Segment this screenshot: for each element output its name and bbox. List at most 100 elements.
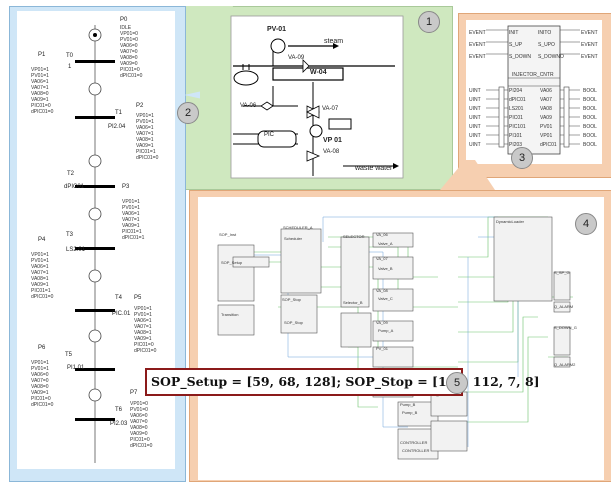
out-port-3: VA06 xyxy=(540,88,552,94)
lbl-pump-a: Pump_A xyxy=(378,328,393,334)
lbl-valve-a: Valve_A xyxy=(378,241,393,247)
lbl-controller: CONTROLLER xyxy=(402,448,429,454)
out-port-2: S_DOWNO xyxy=(538,54,564,60)
panel4-wedge xyxy=(420,160,500,200)
injector-data-inputs: UINT UINT UINT UINT UINT UINT UINT xyxy=(469,87,481,150)
pid-diagram xyxy=(183,6,451,188)
fb-sop-inst: SOP_Inst xyxy=(219,232,236,238)
out-type-9: BOOL xyxy=(583,142,597,148)
in-type-0: EVENT xyxy=(469,30,486,36)
transition-t3: T3 xyxy=(66,232,73,239)
lbl-valve-b: Valve_B xyxy=(378,266,393,272)
lbl-pump-b: Pump_B xyxy=(402,410,417,416)
vp01-label: VP 01 xyxy=(323,137,342,144)
injector-event-outputs: EVENT EVENT EVENT xyxy=(581,27,598,63)
injector-data-in-ports: PI204 dPIC01 LS201 PIC01 PIC101 PI101 PI… xyxy=(509,87,526,150)
in-type-8: UINT xyxy=(469,133,481,139)
in-port-0: INIT xyxy=(509,30,518,36)
place-p3: P3 xyxy=(122,184,129,191)
out-port-9: dPIC01 xyxy=(540,142,557,148)
va09-label: VA-09 xyxy=(288,55,304,62)
in-port-2: S_DOWN xyxy=(509,54,531,60)
fb-scheduler: SCHEDULER_A xyxy=(283,225,313,231)
in-port-6: PIC01 xyxy=(509,115,523,121)
badge-5: 5 xyxy=(446,372,468,394)
fb-va07: VA_07 xyxy=(376,256,388,262)
in-type-9: UINT xyxy=(469,142,481,148)
injector-data-outputs: BOOL BOOL BOOL BOOL BOOL BOOL BOOL xyxy=(583,87,597,150)
in-type-3: UINT xyxy=(469,88,481,94)
lbl-sop-stop: SOP_Stop xyxy=(284,320,303,326)
out-port-4: VA07 xyxy=(540,97,552,103)
lbl-transition: Transition xyxy=(221,312,238,318)
out-port-1: S_UPO xyxy=(538,42,555,48)
p4-assignments: VP01=1 PV01=1 VA06=1 VA07=1 VA08=1 VA09=… xyxy=(31,252,53,300)
fb-pv01: PV_01 xyxy=(376,346,388,352)
t1-condition: PI2.04 xyxy=(108,124,125,131)
in-type-1: EVENT xyxy=(469,42,486,48)
t5-condition: PI1.01 xyxy=(67,365,84,372)
w04-label: W-04 xyxy=(310,69,327,76)
pv01-label: PV-01 xyxy=(267,26,286,33)
out-type-0: EVENT xyxy=(581,30,598,36)
in-port-7: PIC101 xyxy=(509,124,526,130)
out-type-1: EVENT xyxy=(581,42,598,48)
place-p1: P1 xyxy=(38,52,45,59)
fb-s-sp-g: S_SP_G xyxy=(554,270,570,276)
t2-condition: dPIC01 xyxy=(64,184,84,191)
injector-event-in-ports: INIT S_UP S_DOWN xyxy=(509,27,531,63)
place-p0: P0 xyxy=(120,17,127,24)
fb-sop-stop: SOP_Stop xyxy=(282,297,301,303)
in-type-5: UINT xyxy=(469,106,481,112)
out-type-8: BOOL xyxy=(583,133,597,139)
lbl-selector-b: Selector_B xyxy=(343,300,363,306)
fb-controller: CONTROLLER xyxy=(400,440,427,446)
p1-assignments: VP01=1 PV01=1 VA06=1 VA07=1 VA08=0 VA09=… xyxy=(31,67,53,115)
fb-va06: VA_06 xyxy=(376,232,388,238)
t0-condition: 1 xyxy=(68,64,71,71)
va08-label: VA-08 xyxy=(323,149,339,156)
p2-assignments: VP01=1 PV01=1 VA06=1 VA07=1 VA08=1 VA09=… xyxy=(136,113,158,161)
fb-network-graph xyxy=(198,197,604,480)
transition-t0: T0 xyxy=(66,53,73,60)
out-type-7: BOOL xyxy=(583,124,597,130)
va07-label: VA-07 xyxy=(322,106,338,113)
place-p6: P6 xyxy=(38,345,45,352)
in-port-8: PI101 xyxy=(509,133,522,139)
fb-q-alarm: Q_ALARM xyxy=(554,304,573,310)
p0-assignments: IDLE VP01=0 PV01=0 VA06=0 VA07=0 VA08=0 … xyxy=(120,25,142,79)
transition-t1: T1 xyxy=(115,110,122,117)
in-port-4: dPIC01 xyxy=(509,97,526,103)
fb-va08: VA_08 xyxy=(376,288,388,294)
badge-2: 2 xyxy=(177,102,199,124)
out-type-3: BOOL xyxy=(583,88,597,94)
p6-assignments: VP01=1 PV01=1 VA06=0 VA07=0 VA08=0 VA09=… xyxy=(31,360,53,408)
in-port-1: S_UP xyxy=(509,42,522,48)
t3-condition: LS2.01 xyxy=(66,247,85,254)
sop-callout: SOP_Setup = [59, 68, 128]; SOP_Stop = [1… xyxy=(145,368,463,396)
pic-label: PIC xyxy=(264,132,274,139)
injector-event-out-ports: INITO S_UPO S_DOWNO xyxy=(538,27,564,63)
fb-dynamic-loader: DynamicLoader xyxy=(496,219,524,225)
out-type-2: EVENT xyxy=(581,54,598,60)
fb-pump-b: Pump_B xyxy=(400,402,415,408)
t6-condition: PI2.03 xyxy=(110,421,127,428)
p3-assignments: VP01=1 PV01=1 VA06=1 VA07=1 VA09=1 PIC01… xyxy=(122,199,144,241)
injector-data-out-ports: VA06 VA07 VA08 VA09 PV01 VP01 dPIC01 xyxy=(540,87,557,150)
fb-va09: VA_09 xyxy=(376,320,388,326)
in-type-4: UINT xyxy=(469,97,481,103)
place-p4: P4 xyxy=(38,237,45,244)
transition-t6: T6 xyxy=(115,407,122,414)
out-port-5: VA08 xyxy=(540,106,552,112)
out-type-5: BOOL xyxy=(583,106,597,112)
injector-event-inputs: EVENT EVENT EVENT xyxy=(469,27,486,63)
place-p7: P7 xyxy=(130,390,137,397)
in-type-6: UINT xyxy=(469,115,481,121)
in-type-7: UINT xyxy=(469,124,481,130)
badge-1: 1 xyxy=(418,11,440,33)
badge-3: 3 xyxy=(511,147,533,169)
p5-assignments: VP01=1 PV01=1 VA06=1 VA07=1 VA08=1 VA09=… xyxy=(134,306,156,354)
badge-4: 4 xyxy=(575,213,597,235)
out-port-7: PV01 xyxy=(540,124,552,130)
steam-label: steam xyxy=(324,38,343,45)
